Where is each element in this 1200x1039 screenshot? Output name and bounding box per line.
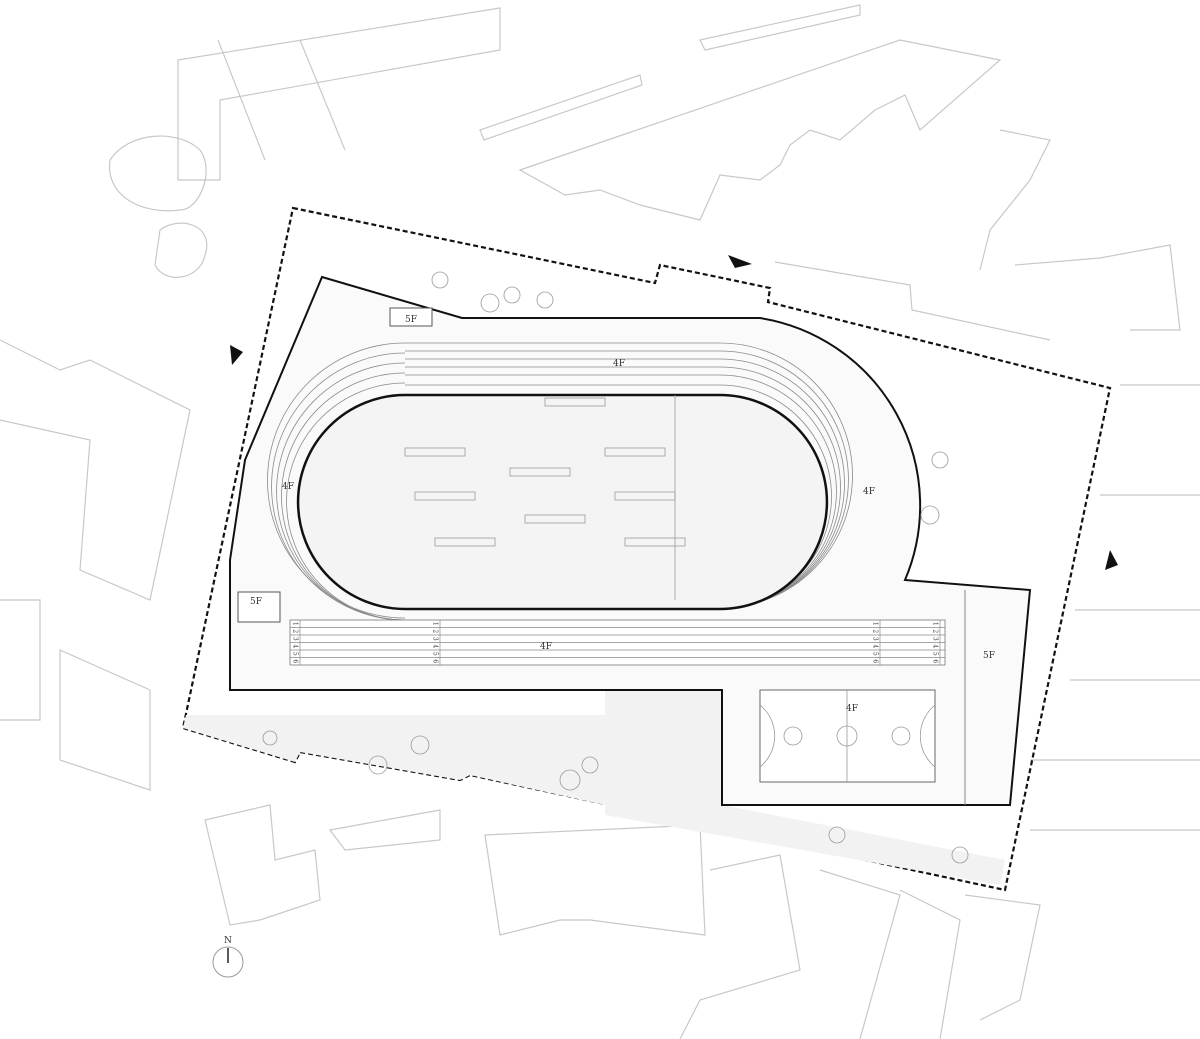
entrance-arrow-icon — [728, 255, 752, 268]
entrance-arrow-icon — [230, 345, 243, 365]
roof-block — [389, 307, 433, 327]
lane-number: 6 — [432, 659, 439, 663]
north-arrow-icon — [212, 946, 244, 978]
north-arrow: N — [212, 936, 244, 978]
lane-number: 5 — [872, 652, 879, 656]
lane-number: 1 — [432, 622, 439, 626]
lane-number: 2 — [872, 629, 879, 633]
lane-number: 3 — [932, 637, 939, 641]
running-track — [267, 342, 853, 621]
lane-number: 5 — [432, 652, 439, 656]
floor-labels: 5F 4F 4F 4F 4F 4F 5F 5F — [250, 315, 995, 714]
lane-number: 4 — [432, 644, 439, 648]
entrance-arrow-icon — [1105, 550, 1118, 570]
label-block-west: 5F — [250, 597, 262, 607]
lane-number: 4 — [872, 644, 879, 648]
lane-number: 4 — [292, 644, 299, 648]
lane-number: 2 — [292, 629, 299, 633]
lane-number: 2 — [932, 629, 939, 633]
label-court: 4F — [846, 704, 858, 714]
label-roof-nw: 5F — [405, 315, 417, 325]
lane-number: 5 — [292, 652, 299, 656]
lane-number: 1 — [872, 622, 879, 626]
north-label: N — [224, 936, 232, 946]
paved-area — [183, 715, 605, 805]
lane-number: 6 — [932, 659, 939, 663]
lane-number: 3 — [872, 637, 879, 641]
infield — [296, 393, 829, 611]
lane-number: 6 — [292, 659, 299, 663]
lane-number: 1 — [292, 622, 299, 626]
sprint-straight: 1 2 3 4 5 6 1 2 3 4 5 6 1 2 3 4 5 6 1 2 3 4 5 6 — [289, 619, 946, 666]
seating-blocks — [404, 397, 686, 547]
lane-number: 1 — [932, 622, 939, 626]
label-track-west: 4F — [282, 482, 294, 492]
lane-number: 2 — [432, 629, 439, 633]
lane-number: 3 — [432, 637, 439, 641]
trees — [262, 271, 969, 864]
label-straight: 4F — [540, 642, 552, 652]
lane-number: 6 — [872, 659, 879, 663]
lane-number: 5 — [932, 652, 939, 656]
label-track-east: 4F — [863, 487, 875, 497]
basketball-court — [759, 689, 936, 783]
context-buildings — [0, 4, 1200, 1039]
lane-number: 4 — [932, 644, 939, 648]
label-track-north: 4F — [613, 359, 625, 369]
roof-block — [237, 591, 281, 623]
lane-number: 3 — [292, 637, 299, 641]
label-block-east: 5F — [983, 651, 995, 661]
